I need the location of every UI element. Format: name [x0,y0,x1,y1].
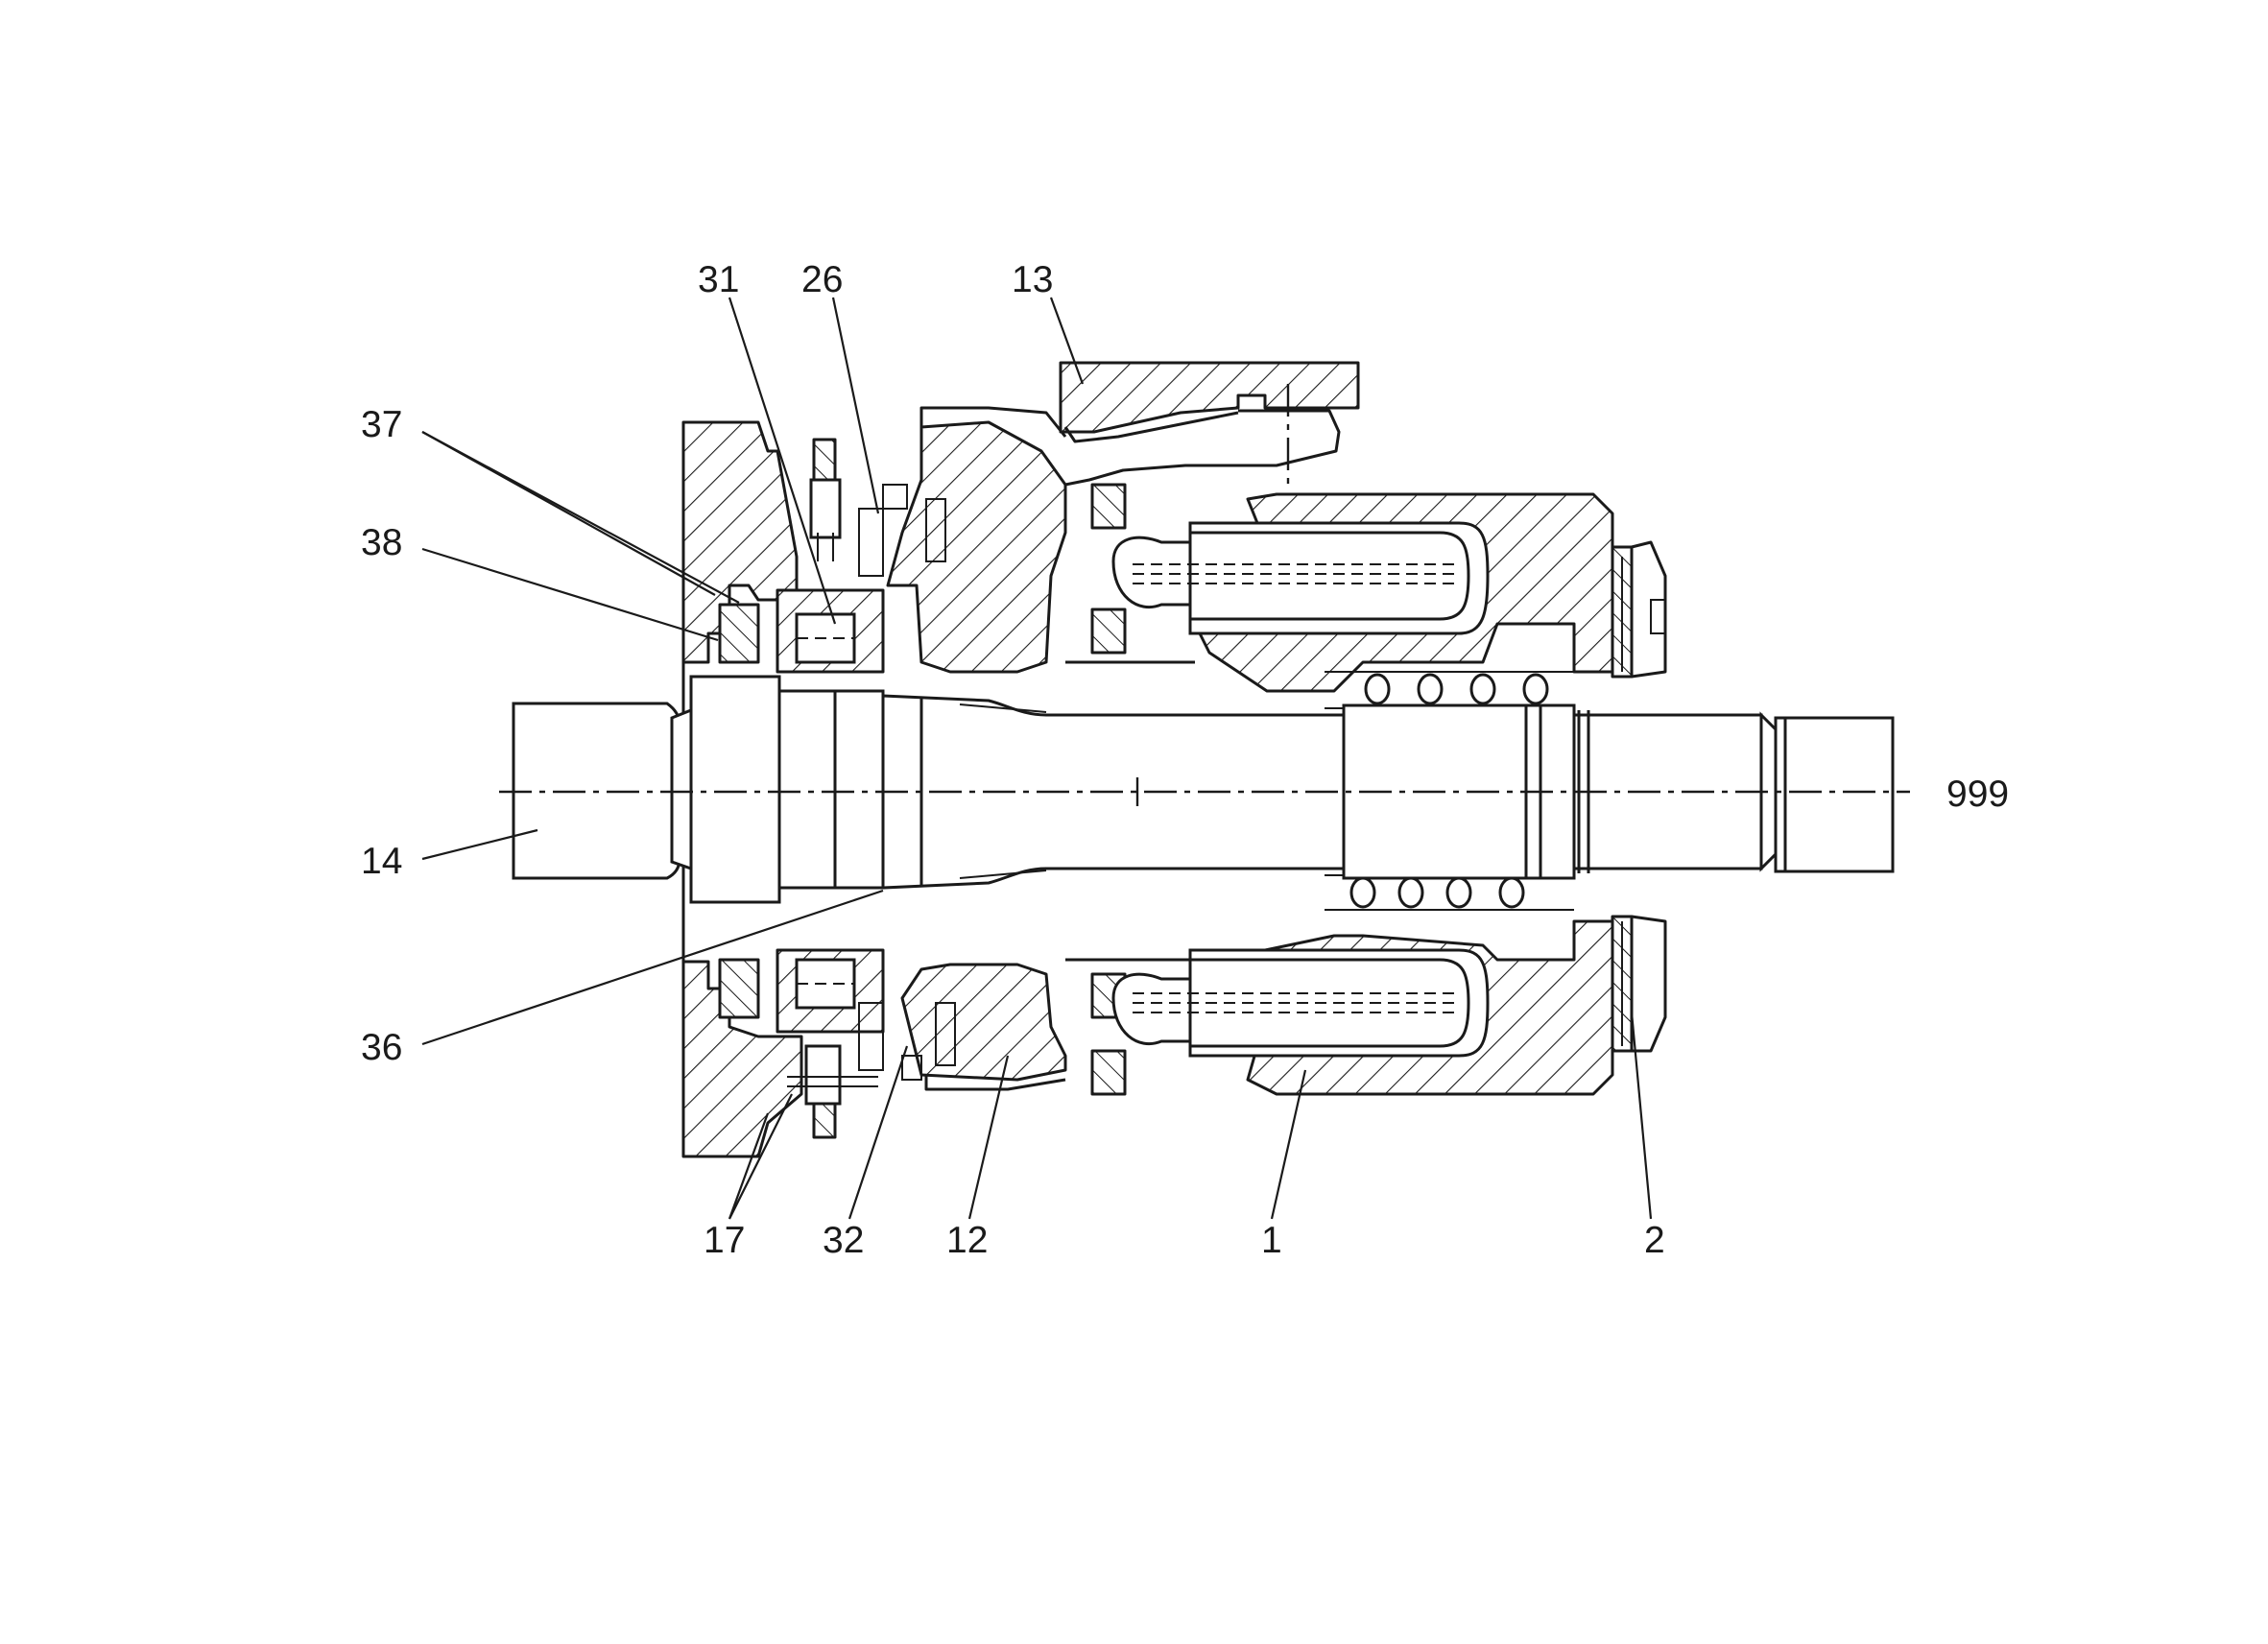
callout-37: 37 [361,404,402,445]
central-housing-12 [858,406,1067,1091]
callout-labels: 31 26 13 37 38 14 999 36 17 32 12 1 2 [361,259,2009,1261]
center-lines [499,777,1910,806]
callout-31: 31 [698,259,739,300]
callout-17: 17 [704,1220,745,1261]
drive-shaft [512,675,1895,904]
callout-1: 1 [1261,1220,1282,1261]
rear-port-plate-2 [1611,540,1667,1053]
callout-14: 14 [361,841,402,882]
callout-999: 999 [1946,774,2009,815]
piston-slipper-retainer [1065,483,1197,1096]
leader-lines [421,297,1653,1220]
cylinder-block-1 [1133,492,1614,1096]
callout-13: 13 [1012,259,1053,300]
mounting-bracket-13 [1059,361,1360,489]
callout-32: 32 [823,1220,864,1261]
upper-spring-coils [1364,673,1549,705]
callout-36: 36 [361,1027,402,1068]
callout-26: 26 [801,259,843,300]
callout-2: 2 [1644,1220,1665,1261]
seal-and-bearing-block [718,438,885,1139]
callout-12: 12 [946,1220,988,1261]
lower-spring-coils [1349,876,1525,909]
callout-38: 38 [361,522,402,563]
